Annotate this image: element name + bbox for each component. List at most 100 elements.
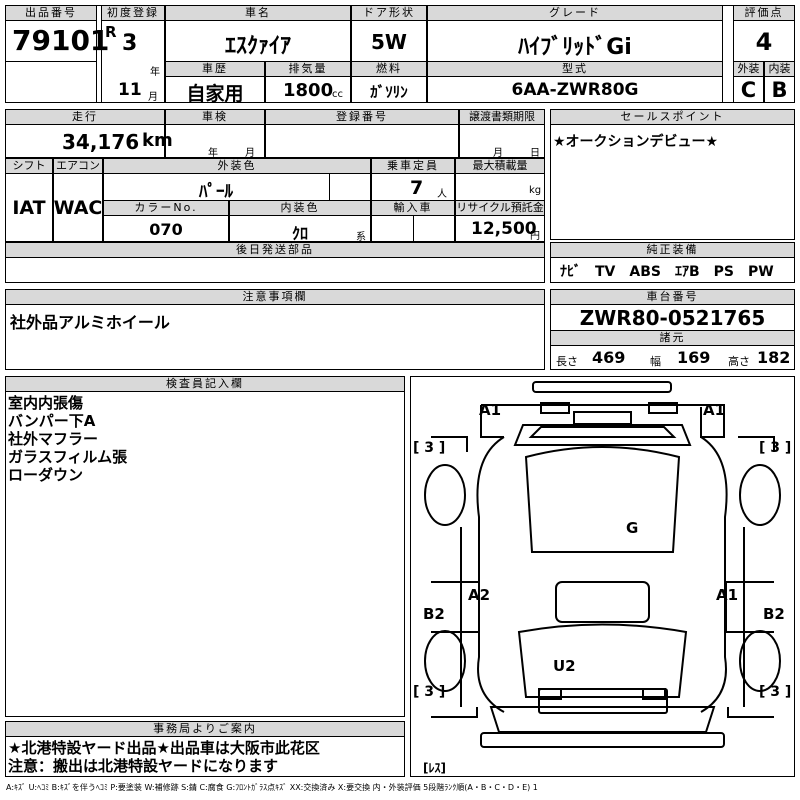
front-grille [648, 402, 678, 414]
int-color-label: 内装色 [229, 200, 371, 216]
body-right [700, 436, 728, 713]
mark-a1-mid: A1 [716, 586, 739, 604]
shift-cell [5, 173, 53, 242]
less-label: [ﾚｽ] [423, 761, 446, 775]
dims-cell [550, 345, 795, 370]
car-name: ｴｽｸｧｲｱ [224, 34, 291, 59]
transfer-day: 日 [530, 148, 540, 159]
year-unit: 年 [150, 67, 160, 78]
door: 5W [371, 30, 407, 54]
height: 182 [757, 348, 791, 367]
displacement-label: 排気量 [265, 61, 351, 77]
office-line: ★北港特設ヤード出品★出品車は大阪市此花区 [8, 739, 320, 757]
notes-label: 注意事項欄 [5, 289, 545, 305]
mark-b2-left: B2 [423, 605, 445, 623]
first-reg-label: 初度登録 [101, 5, 165, 21]
legend: A:ｷｽﾞ U:ﾍｺﾐ B:ｷｽﾞを伴うﾍｺﾐ P:要塗装 W:補修跡 S:錆 … [6, 783, 538, 792]
rear-bumper-bottom [480, 732, 725, 748]
fuel-label: 燃料 [351, 61, 427, 77]
capacity-label: 乗車定員 [371, 158, 455, 174]
car-outline [424, 381, 781, 748]
car-diagram: A1 A1 G A2 A1 B2 B2 U2 [ 3 ] [ 3 ] [ 3 ]… [410, 376, 795, 777]
score: 4 [755, 28, 773, 56]
inspection-year-unit: 年 [208, 148, 218, 159]
int-color-cell [229, 215, 371, 242]
options-cell [550, 257, 795, 283]
recycle-fee: 12,500 [471, 219, 537, 239]
capacity: 7 [410, 177, 424, 199]
rear-plate [538, 688, 668, 714]
wheel-front-right [739, 464, 781, 526]
length: 469 [592, 348, 626, 367]
recycle-label: リサイクル預託金 [455, 200, 545, 216]
later-parts-label: 後日発送部品 [5, 242, 545, 258]
int-cell [764, 76, 795, 103]
kg-unit: kg [529, 185, 542, 196]
history: 自家用 [186, 83, 244, 105]
front-grille [540, 402, 570, 414]
windshield [528, 426, 677, 438]
inspection-month-unit: 月 [245, 148, 255, 159]
mileage-label: 走行 [5, 109, 165, 125]
front-fender-left [431, 436, 468, 452]
inspector-notes: 室内内張傷 バンパー下A 社外マフラー ガラスフィルム張 ローダウン [8, 394, 127, 484]
color-no-label: カラーNo. [103, 200, 229, 216]
model: 6AA-ZWR80G [511, 80, 639, 100]
int-color: ｸﾛ [291, 224, 308, 243]
ext-color: ﾊﾟｰﾙ [199, 182, 233, 202]
transfer-month: 月 [493, 148, 503, 159]
options-label: 純正装備 [550, 242, 795, 258]
mark-u2: U2 [553, 657, 576, 675]
chassis-label: 車台番号 [550, 289, 795, 305]
width: 169 [677, 348, 711, 367]
person-unit: 人 [437, 189, 447, 200]
load-label: 最大積載量 [455, 158, 545, 174]
inspector-line: 室内内張傷 [8, 394, 84, 412]
lot-no-label: 出品番号 [5, 5, 97, 21]
ext-cell [733, 76, 764, 103]
office-cell [5, 736, 405, 777]
inspection-label: 車検 [165, 109, 265, 125]
side-panel-right [725, 527, 774, 707]
later-parts-cell [5, 257, 545, 283]
sales-label: セールスポイント [550, 109, 795, 125]
displacement-cell [265, 76, 351, 103]
history-label: 車歴 [165, 61, 265, 77]
era: R [105, 23, 117, 41]
width-label: 幅 [650, 355, 661, 368]
grade: ﾊｲﾌﾞﾘｯﾄﾞGi [518, 35, 632, 60]
rear-bumper [431, 707, 774, 718]
mark-a2: A2 [468, 586, 491, 604]
history-cell [165, 76, 265, 103]
cabin-lower [517, 623, 688, 698]
inspector-line: 社外マフラー [8, 430, 99, 448]
wheel-front-left [424, 464, 466, 526]
plate-cell [265, 124, 459, 158]
grade-label: グレード [427, 5, 723, 21]
office-line: 注意：搬出は北港特設ヤードになります [8, 757, 279, 775]
length-label: 長さ [556, 355, 578, 368]
office-notice: ★北港特設ヤード出品★出品車は大阪市此花区 注意：搬出は北港特設ヤードになります [8, 739, 320, 775]
score-label: 評価点 [733, 5, 795, 21]
reg-year: 3 [122, 31, 138, 56]
ac-label: エアコン [53, 158, 103, 174]
mileage-cell [5, 124, 165, 158]
height-label: 高さ [728, 355, 750, 368]
bracket-3: [ 3 ] [413, 684, 446, 700]
mark-a1-left: A1 [479, 401, 502, 419]
options: ﾅﾋﾞ TV ABS ｴｱB PS PW [560, 264, 774, 280]
wheel-rear-right [739, 630, 781, 692]
cabin-upper [524, 446, 681, 553]
front-plate [573, 411, 632, 425]
inspector-line: バンパー下A [8, 412, 96, 430]
bracket-3: [ 3 ] [413, 440, 446, 456]
int-color-suffix: 系 [356, 232, 366, 243]
mark-a1-right: A1 [703, 401, 726, 419]
recycle-cell [455, 215, 545, 242]
sales-cell [550, 124, 795, 240]
displacement: 1800 [283, 80, 334, 101]
model-label: 型式 [427, 61, 723, 77]
import-divider [413, 215, 414, 242]
cc-unit: cc [332, 89, 343, 100]
ac-cell [53, 173, 103, 242]
